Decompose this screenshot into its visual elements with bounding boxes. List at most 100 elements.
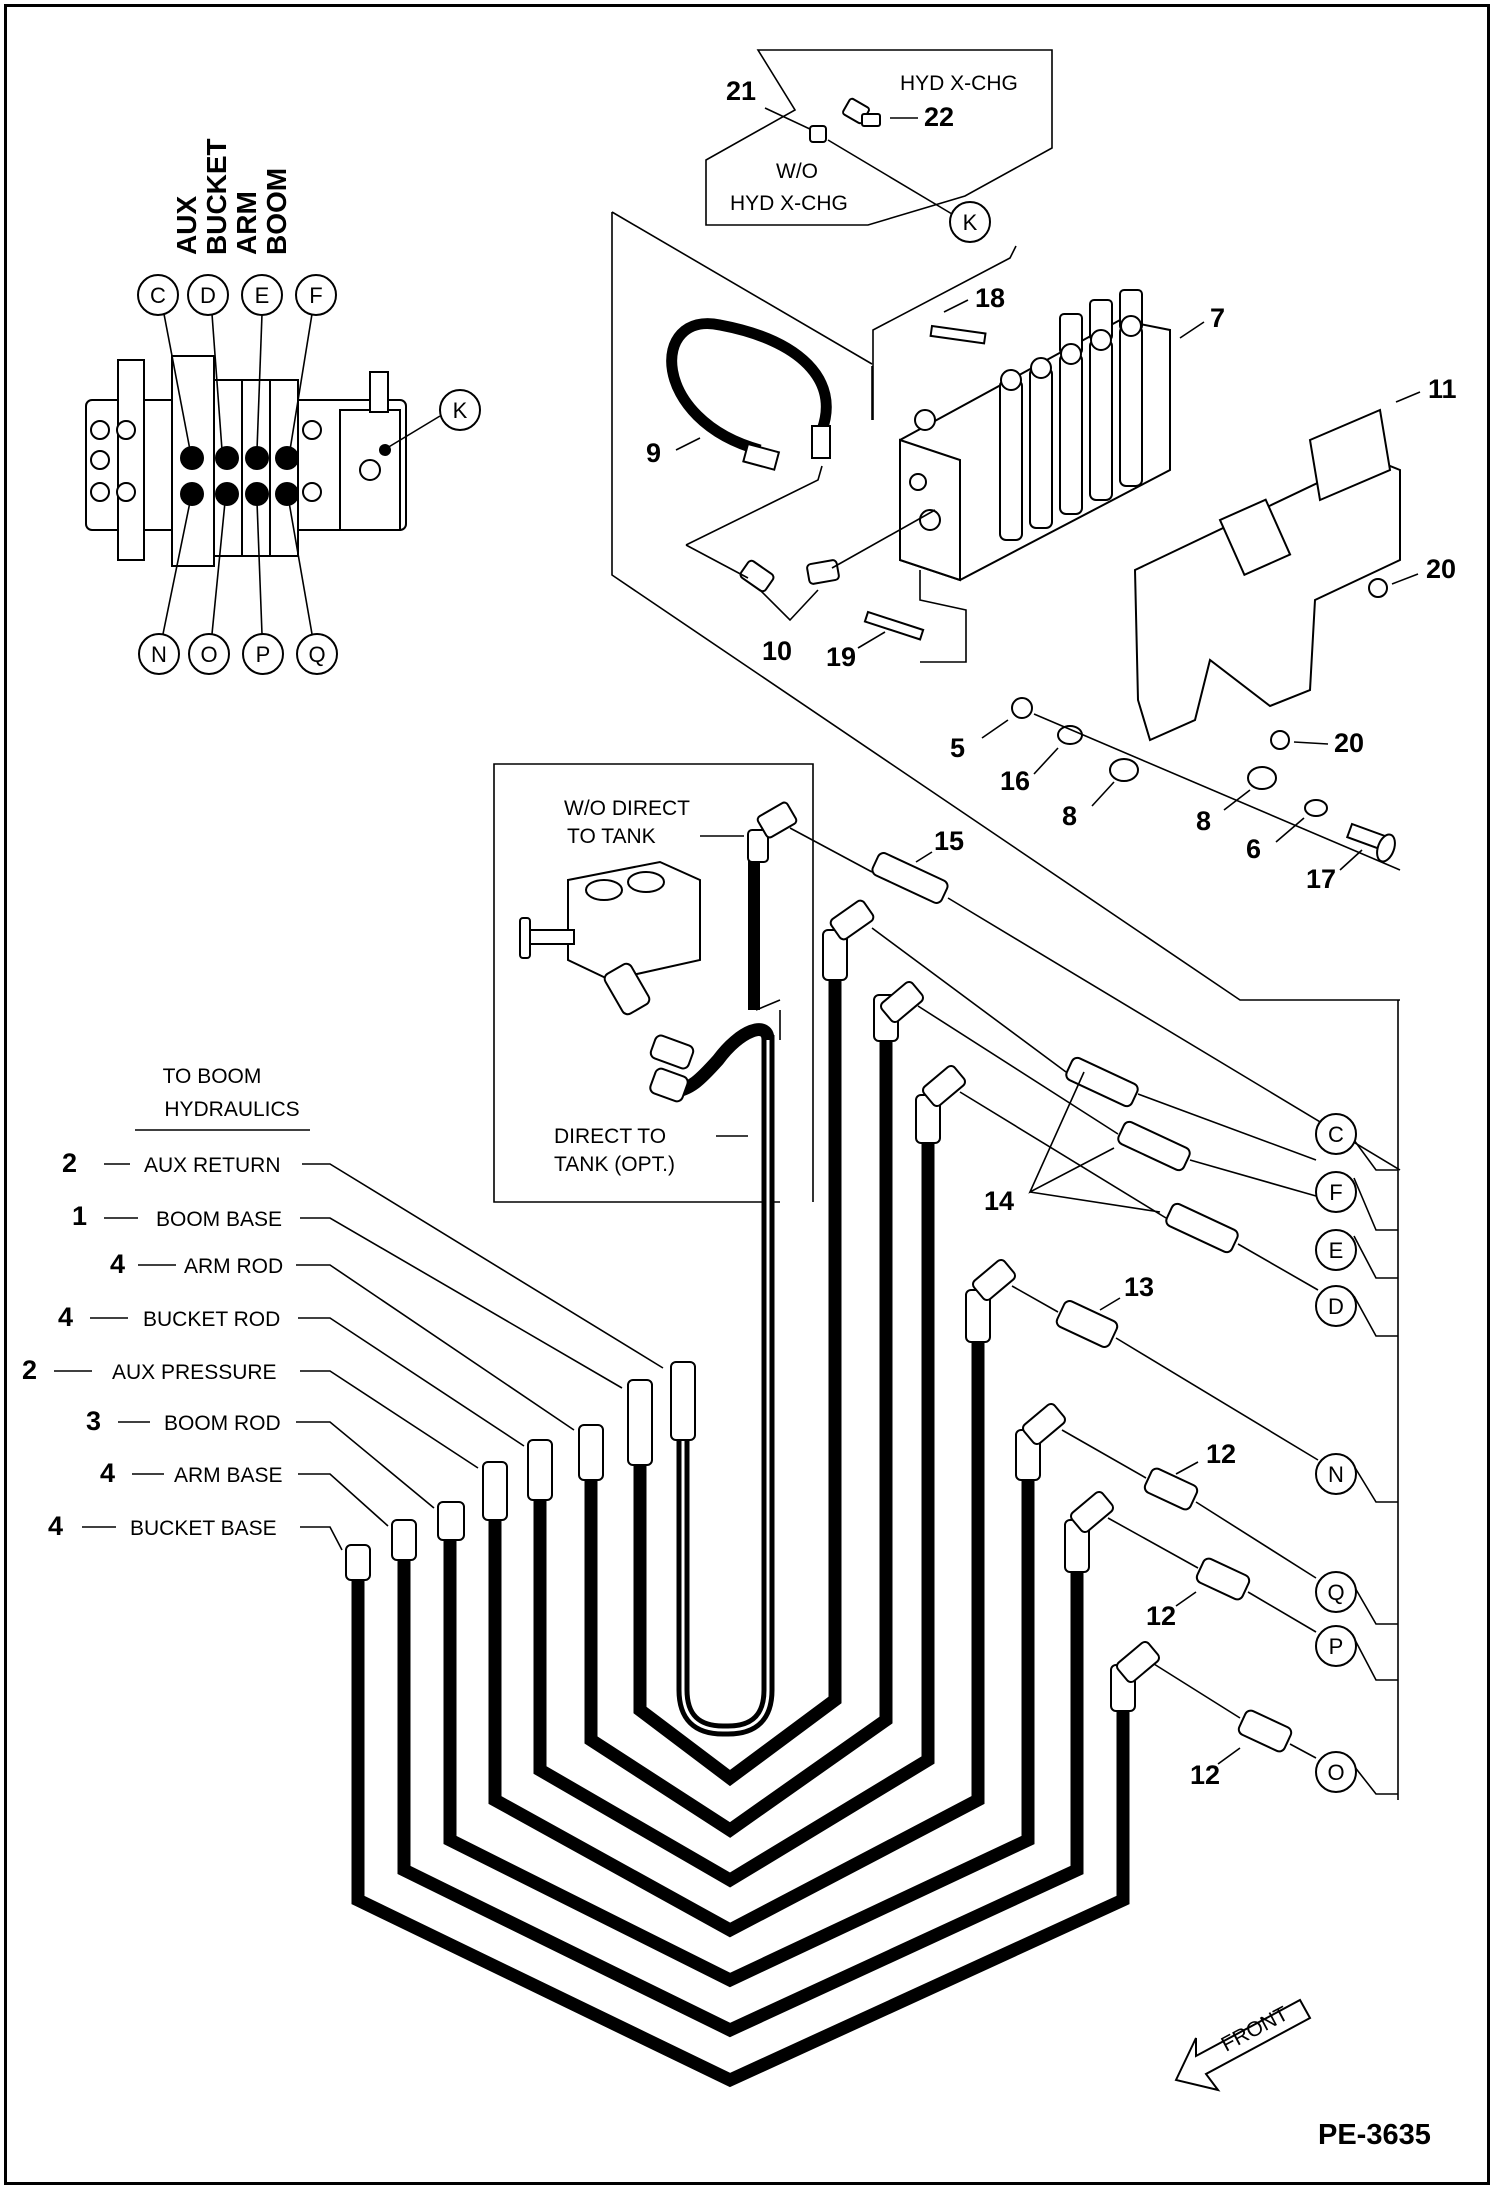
hose-boom-rod — [443, 1460, 1035, 1988]
callout-12c: 12 — [1190, 1760, 1220, 1790]
adapter-15 — [871, 852, 949, 904]
adapter-13 — [1055, 1300, 1119, 1348]
legend-port-d: D — [187, 274, 229, 316]
legend-inlet-fitting — [369, 371, 389, 413]
hose-arm-rod — [584, 1015, 893, 1838]
adapter-12c — [1237, 1709, 1293, 1753]
hose-aux-pressure — [488, 1320, 985, 1938]
valve-assembly: 7 18 9 10 19 11 20 — [611, 211, 1457, 1800]
svg-text:E: E — [1329, 1238, 1344, 1263]
svg-text:C: C — [1328, 1122, 1344, 1147]
port-f: F — [1315, 1171, 1357, 1213]
right-ports: C F E D N Q P O — [1315, 1113, 1357, 1793]
svg-text:F: F — [1329, 1180, 1342, 1205]
xchg-without-label-2: HYD X-CHG — [730, 192, 848, 215]
tank-wo-label-2: TO TANK — [567, 825, 656, 848]
plug-fitting-21 — [809, 125, 827, 143]
callout-5: 5 — [950, 733, 965, 763]
elbow-fitting-10a — [739, 559, 775, 593]
svg-text:K: K — [453, 398, 468, 423]
adapter-12a — [1143, 1467, 1199, 1511]
hose-qty-5: 2 — [22, 1355, 37, 1385]
callout-8a: 8 — [1062, 801, 1077, 831]
callout-13: 13 — [1124, 1272, 1154, 1302]
xchg-port-k: K — [949, 201, 991, 243]
hose-label-arm-rod: ARM ROD — [184, 1255, 283, 1278]
svg-text:P: P — [256, 642, 271, 667]
hose-bucket-rod — [533, 1120, 935, 1888]
svg-text:Q: Q — [1327, 1580, 1344, 1605]
hose-labels: TO BOOM HYDRAULICS 2 AUX RETURN 1 BOOM B… — [22, 1065, 664, 1551]
hose-qty-8: 4 — [48, 1511, 63, 1541]
callout-6: 6 — [1246, 834, 1261, 864]
callout-18: 18 — [975, 283, 1005, 313]
adapter-14c — [1165, 1202, 1239, 1254]
tank-return-hose — [649, 999, 781, 1103]
tank-direct-label-2: TANK (OPT.) — [554, 1153, 675, 1176]
xchg-without-label-1: W/O — [776, 160, 818, 183]
hose-label-arm-base: ARM BASE — [174, 1464, 283, 1487]
svg-text:P: P — [1329, 1634, 1344, 1659]
callout-19: 19 — [826, 642, 856, 672]
callout-16: 16 — [1000, 766, 1030, 796]
callout-15: 15 — [934, 826, 964, 856]
callout-8b: 8 — [1196, 806, 1211, 836]
drawing-frame — [4, 4, 1490, 2185]
hoses-header-1: TO BOOM — [163, 1065, 262, 1088]
hose-qty-3: 4 — [110, 1249, 125, 1279]
nut-20a — [1368, 578, 1388, 598]
nut-5 — [1011, 697, 1033, 719]
washer-8b — [1247, 766, 1277, 790]
svg-text:E: E — [255, 283, 270, 308]
legend-port-q: Q — [296, 633, 338, 675]
hose-label-boom-base: BOOM BASE — [156, 1208, 282, 1231]
svg-text:N: N — [1328, 1462, 1344, 1487]
hose-end-fittings-right — [822, 899, 1160, 1712]
hose-end-fittings-left — [345, 1361, 696, 1581]
callout-12b: 12 — [1146, 1601, 1176, 1631]
adapter-12b — [1195, 1557, 1251, 1601]
callout-20b: 20 — [1334, 728, 1364, 758]
tank-inset: W/O DIRECT TO TANK DIRECT TO TANK (OPT.) — [493, 763, 814, 1203]
legend-port-e: E — [241, 274, 283, 316]
port-e: E — [1315, 1229, 1357, 1271]
legend-port-f: F — [295, 274, 337, 316]
hose-qty-4: 4 — [58, 1302, 73, 1332]
svg-text:D: D — [200, 283, 216, 308]
port-n: N — [1315, 1453, 1357, 1495]
hose-label-aux-pressure: AUX PRESSURE — [112, 1361, 277, 1384]
callout-22: 22 — [924, 102, 954, 132]
hose-bundle — [351, 940, 1130, 2088]
port-q: Q — [1315, 1571, 1357, 1613]
legend-port-o: O — [188, 633, 230, 675]
legend-col-arm: ARM — [231, 191, 262, 255]
hose-bucket-base — [351, 1580, 1130, 2088]
port-c: C — [1315, 1113, 1357, 1155]
drawing-code: PE-3635 — [1318, 2119, 1431, 2151]
bolt-18 — [929, 324, 987, 345]
callout-21: 21 — [726, 76, 756, 106]
elbow-fitting-10b — [806, 559, 840, 585]
svg-text:O: O — [1327, 1760, 1344, 1785]
hose-boom-base — [633, 940, 842, 1787]
legend-col-bucket: BUCKET — [201, 138, 232, 255]
adapter-14b — [1117, 1120, 1191, 1172]
svg-text:Q: Q — [308, 642, 325, 667]
lockwasher-6 — [1304, 799, 1328, 817]
hose-9 — [666, 318, 832, 456]
callout-12a: 12 — [1206, 1439, 1236, 1469]
legend-port-p: P — [242, 633, 284, 675]
hose-arm-base — [397, 1550, 1084, 2038]
callout-20a: 20 — [1426, 554, 1456, 584]
front-arrow: FRONT — [1174, 1998, 1312, 2092]
callout-7: 7 — [1210, 303, 1225, 333]
port-d: D — [1315, 1285, 1357, 1327]
bolt-19 — [863, 610, 925, 641]
port-legend: AUX BUCKET ARM BOOM C D E F N O P — [85, 138, 481, 675]
callout-17: 17 — [1306, 864, 1336, 894]
hoses-header-2: HYDRAULICS — [164, 1098, 299, 1121]
legend-col-boom: BOOM — [261, 168, 292, 255]
legend-port-k: K — [439, 389, 481, 431]
tank-wo-label-1: W/O DIRECT — [564, 797, 690, 820]
